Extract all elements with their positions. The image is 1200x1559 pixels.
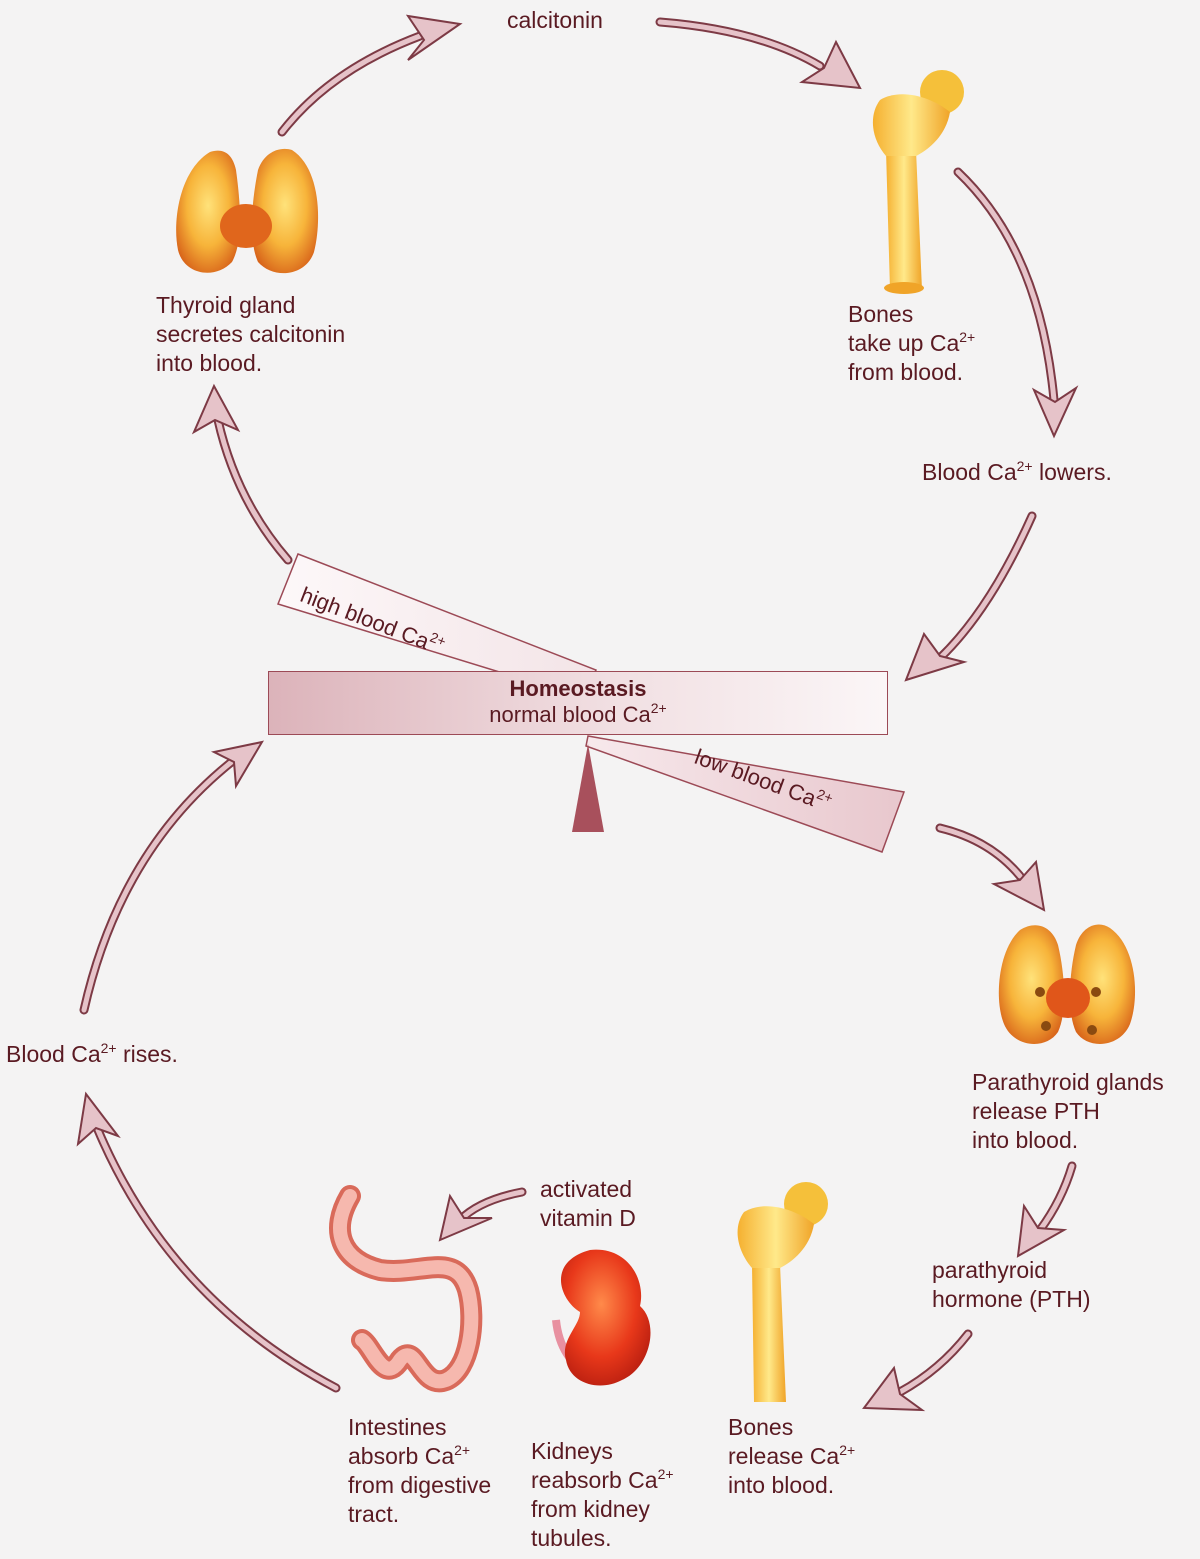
pth-line2: hormone (PTH)	[932, 1286, 1091, 1312]
pth-label: parathyroid hormone (PTH)	[932, 1256, 1090, 1314]
vitamin-d-line1: activated	[540, 1176, 633, 1202]
thyroid-label: Thyroid gland secretes calcitonin into b…	[156, 291, 345, 378]
blood-rises-post: rises.	[116, 1041, 178, 1067]
blood-lowers-pre: Blood Ca	[922, 459, 1017, 485]
arrow-lowers-to-homeostasis	[904, 511, 1037, 682]
vitamin-d-line2: vitamin D	[540, 1205, 636, 1231]
pth-line1: parathyroid	[932, 1257, 1048, 1283]
bone-illustration-top	[872, 70, 964, 294]
thyroid-label-line3: into blood.	[156, 350, 263, 376]
kidneys-sup: 2+	[657, 1466, 674, 1482]
homeostasis-title: Homeostasis	[509, 676, 647, 701]
arrow-bones-to-lowers	[953, 167, 1079, 439]
intestines-line2: absorb Ca2+	[348, 1442, 491, 1471]
kidneys-label: Kidneys reabsorb Ca2+ from kidney tubule…	[531, 1437, 674, 1553]
parathyroid-gland-illustration	[998, 924, 1136, 1044]
parathyroid-line3: into blood.	[972, 1127, 1079, 1153]
homeostasis-box: Homeostasis normal blood Ca2+	[268, 671, 888, 735]
bones-release-line2-text: release Ca	[728, 1443, 840, 1469]
thyroid-label-line2: secretes calcitonin	[156, 321, 346, 347]
bones-uptake-line1: Bones	[848, 301, 914, 327]
arrow-low-to-parathyroid	[935, 823, 1046, 912]
bones-release-sup: 2+	[839, 1442, 856, 1458]
thyroid-gland-illustration	[176, 148, 319, 274]
parathyroid-line2: release PTH	[972, 1098, 1100, 1124]
bones-release-label: Bones release Ca2+ into blood.	[728, 1413, 855, 1500]
fulcrum	[572, 744, 604, 832]
kidneys-line2: reabsorb Ca2+	[531, 1466, 674, 1495]
arrow-pth-to-bones	[862, 1329, 973, 1412]
parathyroid-line1: Parathyroid glands	[972, 1069, 1164, 1095]
blood-lowers-label: Blood Ca2+ lowers.	[922, 458, 1112, 487]
homeostasis-sub-text: normal blood Ca	[489, 702, 651, 727]
homeostasis-sup: 2+	[650, 700, 667, 716]
intestine-illustration	[329, 1185, 483, 1393]
arrow-high-to-thyroid	[191, 383, 293, 565]
arrow-thyroid-to-calcitonin	[277, 14, 463, 137]
low-blood-bar	[585, 735, 906, 853]
bones-uptake-line2: take up Ca2+	[848, 329, 975, 358]
thyroid-label-line1: Thyroid gland	[156, 292, 296, 318]
bones-uptake-sup: 2+	[959, 329, 976, 345]
kidneys-line1: Kidneys	[531, 1438, 613, 1464]
intestines-label: Intestines absorb Ca2+ from digestive tr…	[348, 1413, 491, 1529]
calcitonin-label: calcitonin	[507, 7, 603, 33]
intestines-line1: Intestines	[348, 1414, 447, 1440]
arrow-rises-to-homeostasis	[79, 740, 265, 1015]
blood-rises-label: Blood Ca2+ rises.	[6, 1040, 178, 1069]
bones-uptake-line2-text: take up Ca	[848, 330, 960, 356]
bones-release-line2: release Ca2+	[728, 1442, 855, 1471]
arrow-vitd-to-intestines	[438, 1187, 527, 1242]
kidney-illustration	[552, 1249, 651, 1386]
intestines-line2-text: absorb Ca	[348, 1443, 455, 1469]
arrow-intestines-to-rises	[76, 1091, 341, 1393]
intestines-sup: 2+	[454, 1442, 471, 1458]
kidneys-line3: from kidney	[531, 1496, 650, 1522]
bones-uptake-line3: from blood.	[848, 359, 964, 385]
arrow-calcitonin-to-bones	[655, 17, 862, 90]
blood-lowers-sup: 2+	[1016, 458, 1033, 474]
blood-lowers-post: lowers.	[1032, 459, 1112, 485]
intestines-line3: from digestive	[348, 1472, 492, 1498]
blood-rises-pre: Blood Ca	[6, 1041, 101, 1067]
arrow-parathyroid-to-pth	[1016, 1161, 1077, 1258]
intestines-line4: tract.	[348, 1501, 400, 1527]
bones-release-line1: Bones	[728, 1414, 794, 1440]
kidneys-line4: tubules.	[531, 1525, 612, 1551]
bone-illustration-bottom	[737, 1182, 828, 1402]
kidneys-line2-text: reabsorb Ca	[531, 1467, 658, 1493]
bones-release-line3: into blood.	[728, 1472, 835, 1498]
parathyroid-label: Parathyroid glands release PTH into bloo…	[972, 1068, 1164, 1155]
vitamin-d-label: activated vitamin D	[540, 1175, 636, 1233]
blood-rises-sup: 2+	[100, 1040, 117, 1056]
bones-uptake-label: Bones take up Ca2+ from blood.	[848, 300, 975, 387]
homeostasis-subtitle: normal blood Ca2+	[269, 701, 887, 729]
